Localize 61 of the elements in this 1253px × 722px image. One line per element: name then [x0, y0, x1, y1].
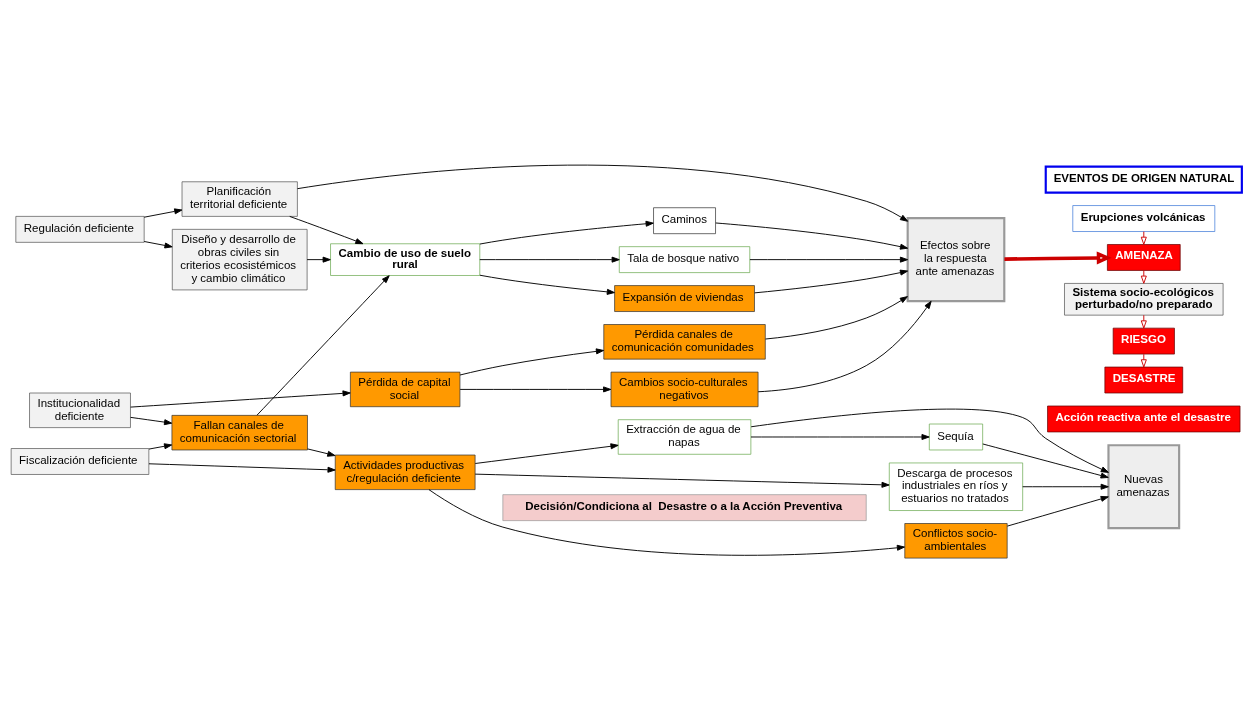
node-box: RIESGO [1112, 327, 1175, 354]
arrow [1004, 251, 1112, 265]
node-box: Extracción de agua de napas [617, 418, 752, 455]
node-box: Acción reactiva ante el desastre [1047, 405, 1241, 432]
arrow [428, 488, 905, 556]
node-box: Cambios socio-culturales negativos [610, 371, 759, 407]
node-box: Sistema socio-ecológicos perturbado/no preparado [1064, 282, 1224, 315]
node-box: Institucionalidad deficiente [29, 392, 131, 428]
arrow [306, 256, 331, 263]
node-box: DESASTRE [1104, 366, 1184, 393]
arrow [982, 443, 1109, 478]
node-box: Sequía [928, 423, 983, 450]
node-box: Efectos sobre la respuesta ante amenazas [906, 216, 1006, 302]
arrow [130, 389, 351, 408]
node-box: Regulación deficiente [15, 215, 145, 243]
arrow [289, 215, 364, 244]
arrow [479, 274, 615, 295]
node-box: AMENAZA [1107, 243, 1181, 271]
arrow [459, 385, 612, 392]
node-box: Planificación territorial deficiente [181, 180, 298, 217]
node-box: Expansión de viviendas [614, 284, 755, 312]
node-box: Actividades productivas c/regulación deficiente [334, 454, 476, 490]
arrow [143, 207, 183, 218]
node-box: Pérdida canales de comunicación comunidades [603, 323, 766, 359]
arrow [1006, 495, 1109, 527]
node-box: Erupciones volcánicas [1072, 204, 1216, 232]
arrow [256, 274, 390, 416]
node-box: Fallan canales de comunicación sectorial [171, 414, 308, 450]
arrow [307, 447, 336, 457]
node-box: Descarga de procesos industriales en ríos y estuarios no tratados [888, 462, 1024, 511]
node-box: Conflictos socio-ambientales [904, 522, 1008, 558]
arrow [749, 256, 909, 263]
arrow [1140, 314, 1147, 328]
arrow [757, 300, 932, 392]
arrow [148, 442, 173, 450]
arrow [750, 408, 1109, 473]
arrow [297, 164, 909, 222]
arrow [754, 269, 909, 293]
node-box: Cambio de uso de suelo rural [330, 242, 481, 276]
node-box: Tala de bosque nativo [618, 245, 751, 273]
node-box: EVENTOS DE ORIGEN NATURAL [1044, 165, 1243, 194]
arrow [750, 433, 930, 440]
node-box: Diseño y desarrollo de obras civiles sin criterios ecosistémicos y cambio climático [171, 228, 308, 290]
arrow [474, 442, 619, 464]
node-box: Caminos [653, 206, 716, 234]
arrow [715, 222, 909, 250]
arrow [479, 256, 620, 263]
arrow [459, 347, 605, 375]
arrow [1022, 483, 1109, 490]
arrow [479, 220, 654, 245]
arrow [148, 462, 336, 473]
arrow [474, 473, 890, 488]
arrow [1140, 353, 1147, 367]
arrow [130, 416, 173, 425]
arrow [143, 240, 173, 248]
node-box: Nuevas amenazas [1107, 443, 1181, 529]
node-box: Fiscalización deficiente [10, 447, 150, 475]
node-box: Decisión/Condiciona al Desastre o a la Acción Preventiva [502, 493, 867, 521]
arrow [1140, 230, 1147, 245]
node-box: Pérdida de capital social [350, 371, 461, 407]
arrow [765, 295, 908, 339]
